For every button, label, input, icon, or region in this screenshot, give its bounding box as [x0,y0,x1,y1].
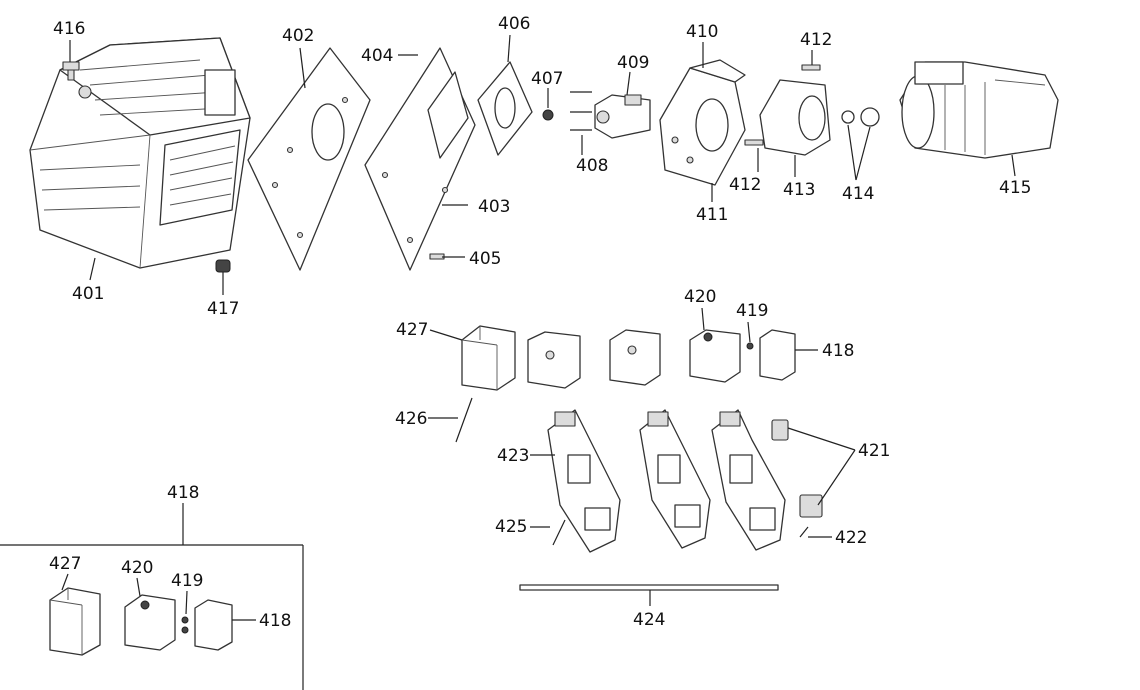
label-422: 422 [835,528,867,548]
label-405: 405 [469,249,501,269]
part-417-plug [215,259,231,273]
inset-418-assembly [0,503,304,690]
part-401-reservoir-tank [29,37,251,269]
label-inset-418-title: 418 [167,483,199,503]
label-inset-420: 420 [121,558,153,578]
part-402-plate [247,47,371,271]
part-413-adapter [759,79,831,156]
inset-part-427-end-block [49,587,101,656]
part-407-nut [542,109,554,121]
inset-part-420-valve-plate [124,594,176,651]
label-403: 403 [478,197,510,217]
label-411: 411 [696,205,728,225]
part-408-bolts [570,91,592,131]
label-416: 416 [53,19,85,39]
label-406: 406 [498,14,530,34]
part-403-plate [364,47,476,271]
part-421-connector-bottom [799,494,823,518]
label-421: 421 [858,441,890,461]
label-412-top: 412 [800,30,832,50]
label-425: 425 [495,517,527,537]
label-409: 409 [617,53,649,73]
part-405-screw [429,253,445,260]
label-424: 424 [633,610,665,630]
label-inset-419: 419 [171,571,203,591]
part-valve-plate-1 [527,331,581,389]
label-404: 404 [361,46,393,66]
part-425-screw [552,519,566,546]
part-423-solenoid-valve-1 [547,409,621,553]
label-408: 408 [576,156,608,176]
part-422-screw [799,526,809,538]
label-419: 419 [736,301,768,321]
part-427-end-block [461,325,516,391]
part-421-connector-top [771,419,789,441]
label-407: 407 [531,69,563,89]
part-406-gasket [477,61,533,156]
label-418: 418 [822,341,854,361]
label-402: 402 [282,26,314,46]
label-410: 410 [686,22,718,42]
part-412-bolt-bottom [744,139,764,146]
label-426: 426 [395,409,427,429]
label-401: 401 [72,284,104,304]
label-412-bottom: 412 [729,175,761,195]
label-420: 420 [684,287,716,307]
part-416-screw [62,61,80,81]
part-409-pump [594,94,651,139]
part-424-tie-rod [519,584,779,591]
part-labels: 401 402 403 404 405 406 407 408 409 410 … [49,14,1031,631]
part-valve-plate-2 [609,329,661,386]
part-414-coupling [841,107,880,127]
label-inset-418: 418 [259,611,291,631]
label-413: 413 [783,180,815,200]
part-415-electric-motor [899,61,1059,159]
inset-part-419-o-ring [181,616,189,634]
part-410-pump-housing [659,59,746,186]
label-417: 417 [207,299,239,319]
label-414: 414 [842,184,874,204]
part-419-o-ring [746,342,754,350]
label-427: 427 [396,320,428,340]
part-418-end-cap [759,329,796,381]
label-inset-427: 427 [49,554,81,574]
label-415: 415 [999,178,1031,198]
part-420-valve-plate [689,329,741,383]
label-423: 423 [497,446,529,466]
leader-lines [61,34,1016,621]
part-426-tie-bolt [455,397,473,443]
part-solenoid-valve-2 [639,409,711,549]
part-solenoid-valve-3 [711,409,786,551]
inset-part-418-end-cap [194,599,233,651]
part-412-bolt-top [801,64,821,71]
